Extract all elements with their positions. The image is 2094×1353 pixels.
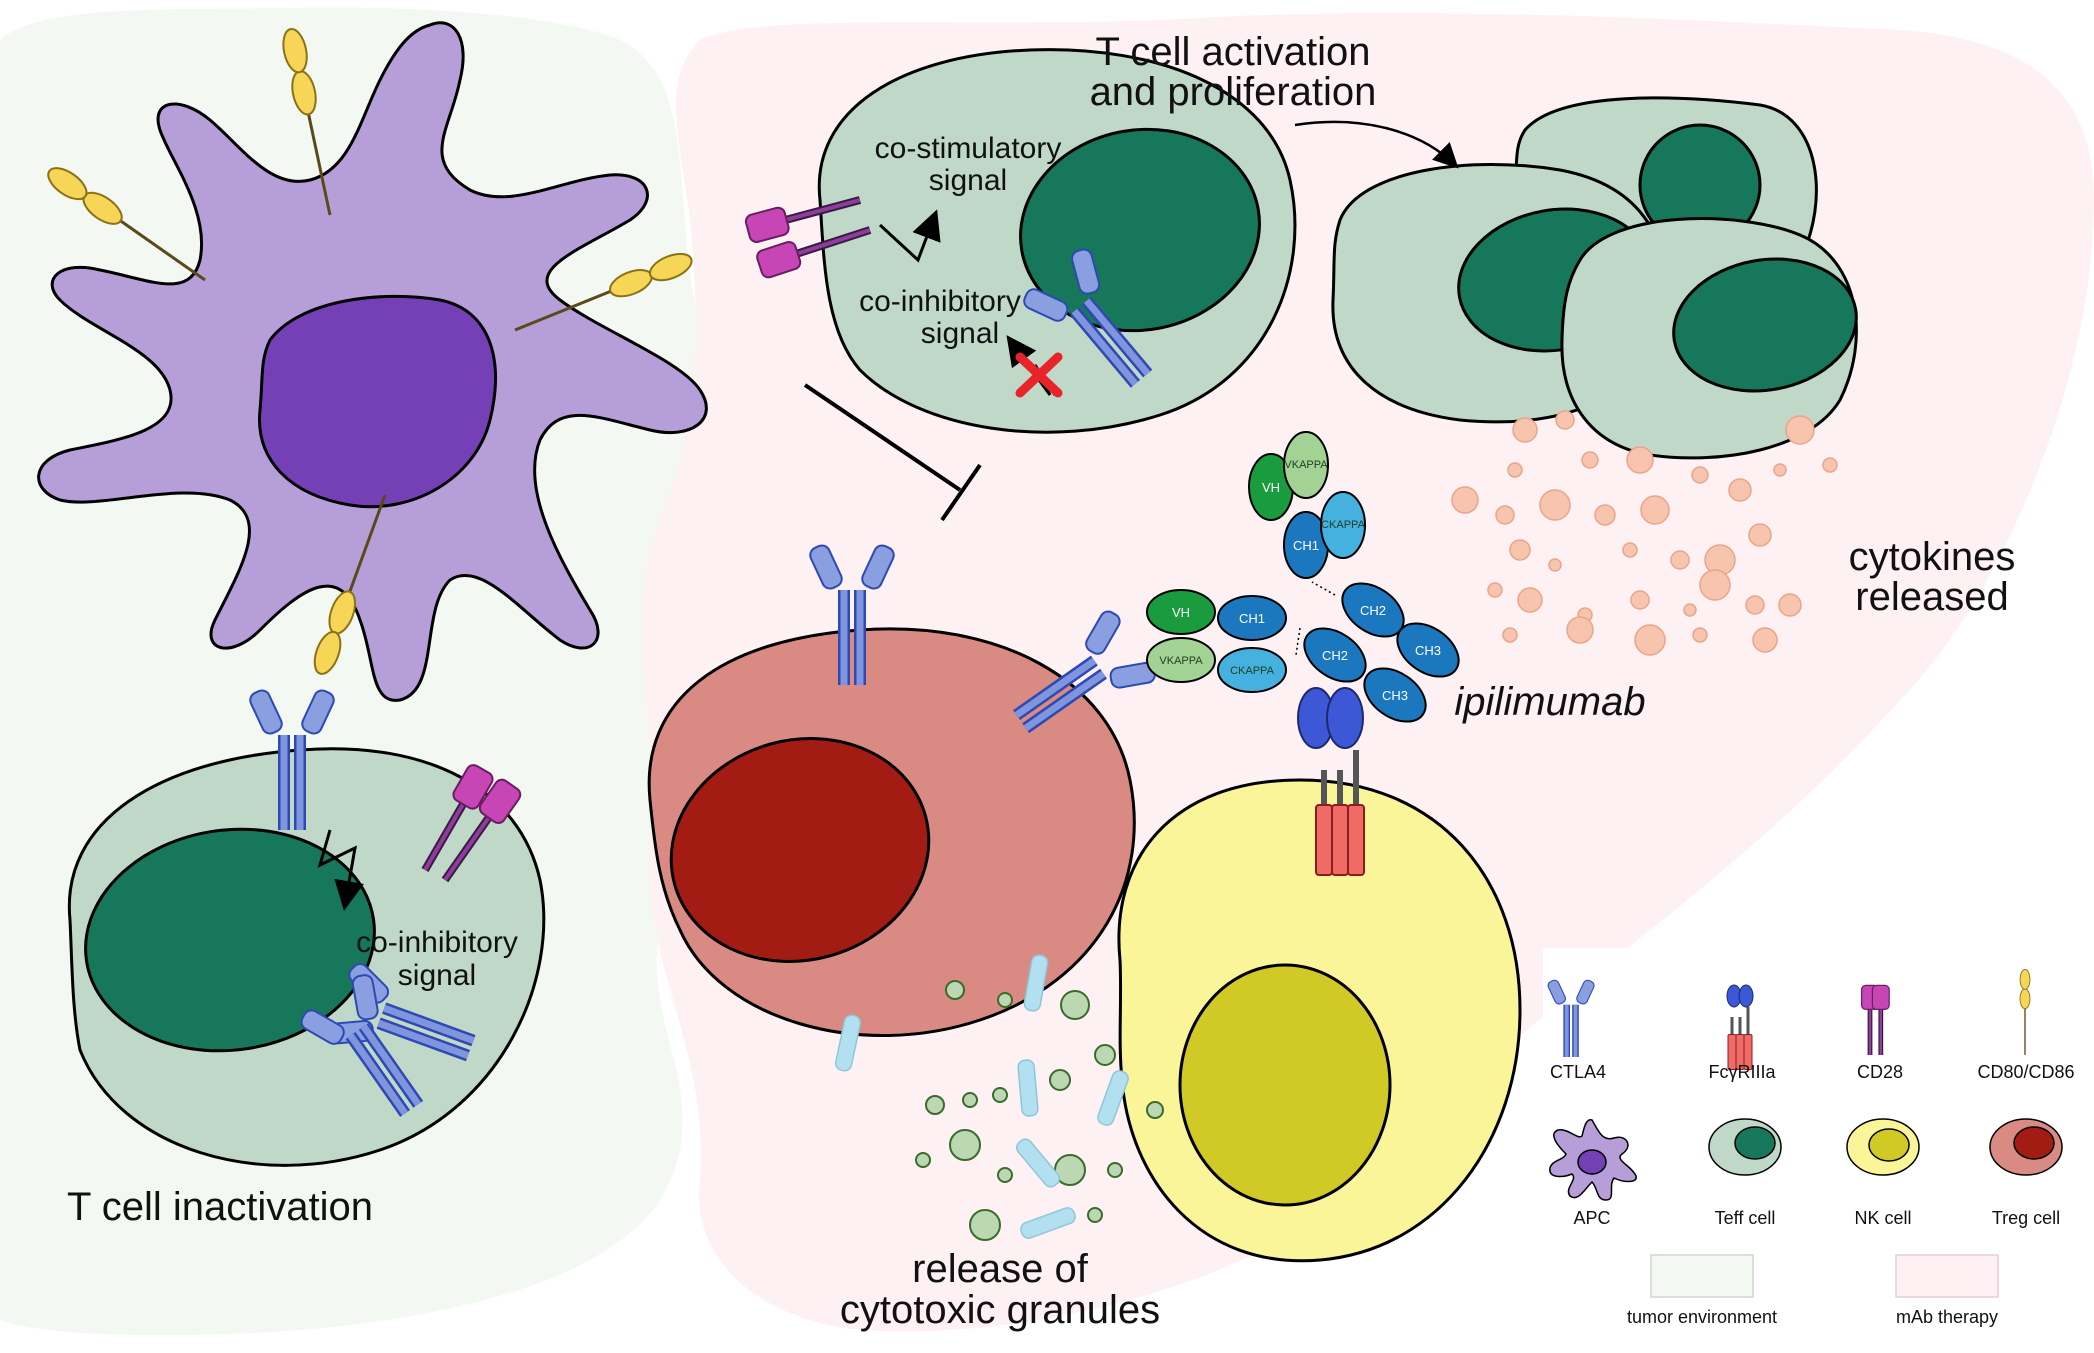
svg-text:CH2: CH2 (1360, 603, 1386, 618)
fcgr-head (1297, 687, 1364, 749)
cytokines-label-line2: released (1855, 575, 2008, 619)
svg-text:CH1: CH1 (1239, 611, 1265, 626)
svg-text:CH1: CH1 (1293, 538, 1319, 553)
legend-nk-icon (1846, 1118, 1920, 1176)
legend-mab-label: mAb therapy (1896, 1307, 1998, 1327)
costimulatory-signal-arrow (878, 209, 941, 263)
apc-cell (37, 21, 708, 702)
legend-fcgr-label: FcγRIIIa (1708, 1062, 1776, 1082)
svg-text:VH: VH (1172, 605, 1190, 620)
legend-fcgr-icon (1726, 984, 1754, 1071)
ipilimumab-antibody: VH VKAPPA CH1 CKAPPA VH VKAPPA CH1 CKAPP… (1146, 431, 1460, 723)
granules-label-line2: cytotoxic granules (840, 1288, 1160, 1332)
legend-treg-label: Treg cell (1992, 1208, 2060, 1228)
cytokine-dots (1451, 410, 1838, 656)
legend-treg-icon (1989, 1118, 2063, 1176)
legend-apc-label: APC (1573, 1208, 1610, 1228)
legend-ctla4-label: CTLA4 (1550, 1062, 1606, 1082)
svg-text:CKAPPA: CKAPPA (1321, 519, 1365, 531)
coinhib-top-label-line1: co-inhibitory (859, 285, 1021, 318)
costim-label-line1: co-stimulatory (875, 132, 1062, 165)
legend-cd28-label: CD28 (1857, 1062, 1903, 1082)
coinhibitory-signal-arrow-bottom (317, 829, 364, 911)
cytokines-label-line1: cytokines (1849, 535, 2016, 579)
blocked-signal-x-icon (1015, 352, 1063, 398)
legend: CTLA4 FcγRIIIa CD28 CD80/CD86 APC Teff c… (1543, 948, 2094, 1348)
legend-apc-icon (1549, 1119, 1637, 1201)
svg-text:CH3: CH3 (1382, 688, 1408, 703)
coinhib-bottom-label-line1: co-inhibitory (356, 926, 518, 959)
legend-cd80-label: CD80/CD86 (1977, 1062, 2074, 1082)
legend-nk-label: NK cell (1854, 1208, 1911, 1228)
svg-text:CH2: CH2 (1322, 648, 1348, 663)
svg-text:CKAPPA: CKAPPA (1230, 665, 1274, 677)
teff-cell-top (817, 48, 1297, 434)
inactivation-label: T cell inactivation (67, 1185, 373, 1229)
coinhib-bottom-label-line2: signal (398, 959, 476, 992)
activation-title-line1: T cell activation (1096, 30, 1371, 74)
teff-cell-inactive (67, 747, 546, 1167)
svg-text:CH3: CH3 (1415, 643, 1441, 658)
activation-title-line2: and proliferation (1090, 70, 1377, 114)
drug-label: ipilimumab (1454, 680, 1645, 724)
legend-mab-swatch (1895, 1254, 1999, 1298)
cytotoxic-granules (834, 954, 1164, 1241)
svg-text:VKAPPA: VKAPPA (1284, 459, 1328, 471)
svg-text:VH: VH (1262, 480, 1280, 495)
granules-label-line1: release of (912, 1247, 1089, 1291)
nk-cell (1117, 778, 1522, 1263)
svg-text:VKAPPA: VKAPPA (1159, 655, 1203, 667)
legend-teff-icon (1708, 1118, 1782, 1176)
coinhib-top-label-line2: signal (921, 317, 999, 350)
inhibition-symbol (803, 383, 982, 522)
legend-tumor-env-swatch (1650, 1254, 1754, 1298)
teff-cell-proliferated-3 (1560, 217, 1858, 460)
legend-tumor-env-label: tumor environment (1627, 1307, 1777, 1327)
legend-teff-label: Teff cell (1715, 1208, 1776, 1228)
costim-label-line2: signal (929, 164, 1007, 197)
proliferation-arrow (1294, 120, 1459, 169)
treg-cell (647, 627, 1136, 1037)
